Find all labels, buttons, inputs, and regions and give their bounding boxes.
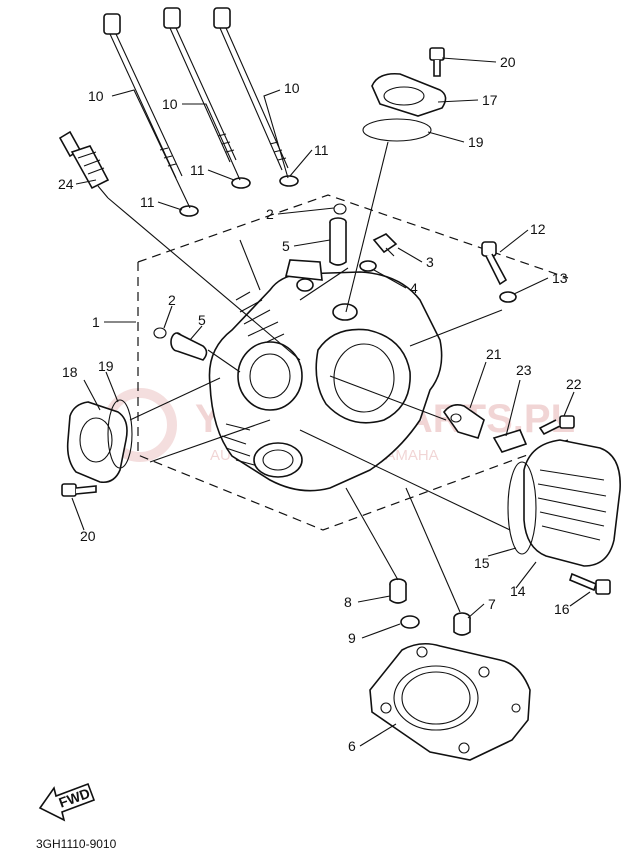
- callout-24: 24: [58, 176, 74, 192]
- callout-5-left: 5: [198, 312, 206, 328]
- callout-3: 3: [426, 254, 434, 270]
- gasket-15: [507, 461, 537, 555]
- callout-10-left: 10: [88, 88, 104, 104]
- callout-20-left: 20: [80, 528, 96, 544]
- callout-15: 15: [474, 555, 490, 571]
- callout-11-left: 11: [140, 194, 155, 210]
- bolt-12: [481, 241, 508, 286]
- callout-6: 6: [348, 738, 356, 754]
- left-o-ring-19: [107, 399, 133, 469]
- callout-labels: 20 17 19 10 10 10 11 11 11 24 2 5 3 4 12…: [58, 54, 582, 754]
- forward-direction-badge: FWD: [38, 782, 96, 822]
- stud-bolt-middle: [163, 7, 237, 163]
- callout-4: 4: [410, 280, 418, 296]
- top-o-ring-19: [362, 118, 432, 142]
- washer-13: [499, 291, 517, 303]
- left-cap-18: [66, 401, 128, 484]
- callout-19-left: 19: [98, 358, 114, 374]
- callout-1: 1: [92, 314, 100, 330]
- dowel-pin-8: [389, 578, 407, 604]
- washer-11-b: [231, 177, 251, 189]
- o-ring-9: [400, 615, 420, 629]
- stud-bolt-left: [103, 13, 183, 179]
- drawing-code: 3GH1110-9010: [36, 837, 117, 851]
- callout-21: 21: [486, 346, 502, 362]
- dowel-pin-7: [453, 612, 471, 636]
- callout-22: 22: [566, 376, 582, 392]
- callout-11-right: 11: [314, 142, 329, 158]
- top-bolt-20: [429, 47, 445, 77]
- plug-3: [372, 233, 398, 257]
- callout-19-top: 19: [468, 134, 484, 150]
- clip-2-upper: [333, 203, 347, 215]
- callout-14: 14: [510, 583, 526, 599]
- callout-2-left: 2: [168, 292, 176, 308]
- bolt-16: [569, 572, 611, 595]
- cylinder-head: [208, 259, 443, 492]
- bracket-23: [492, 429, 528, 453]
- callout-17: 17: [482, 92, 498, 108]
- cylinder-head-gasket-6: [369, 642, 531, 761]
- bolt-22: [538, 415, 575, 436]
- spark-plug: [58, 130, 110, 199]
- callout-16: 16: [554, 601, 570, 617]
- callout-20-top: 20: [500, 54, 516, 70]
- callout-12: 12: [530, 221, 546, 237]
- washer-11-a: [179, 205, 199, 217]
- clip-2-left: [153, 327, 167, 339]
- callout-8: 8: [344, 594, 352, 610]
- callout-2-upper: 2: [266, 206, 274, 222]
- callout-11-middle: 11: [190, 162, 205, 178]
- guide-21: [443, 404, 485, 439]
- top-cap-17: [371, 72, 447, 117]
- callout-7: 7: [488, 596, 496, 612]
- callout-23: 23: [516, 362, 532, 378]
- callout-9: 9: [348, 630, 356, 646]
- left-bolt-20: [61, 483, 97, 497]
- valve-guide-5-left: [170, 332, 208, 361]
- valve-guide-5-upper: [329, 217, 347, 266]
- assembly-boundary: [137, 194, 569, 531]
- callout-13: 13: [552, 270, 568, 286]
- head-cover-14: [523, 439, 621, 567]
- washer-11-c: [279, 175, 299, 187]
- leader-lines: [71, 57, 591, 747]
- callout-18: 18: [62, 364, 78, 380]
- callout-5-upper: 5: [282, 238, 290, 254]
- callout-10-right: 10: [284, 80, 300, 96]
- callout-10-middle: 10: [162, 96, 178, 112]
- gasket-4: [359, 260, 377, 272]
